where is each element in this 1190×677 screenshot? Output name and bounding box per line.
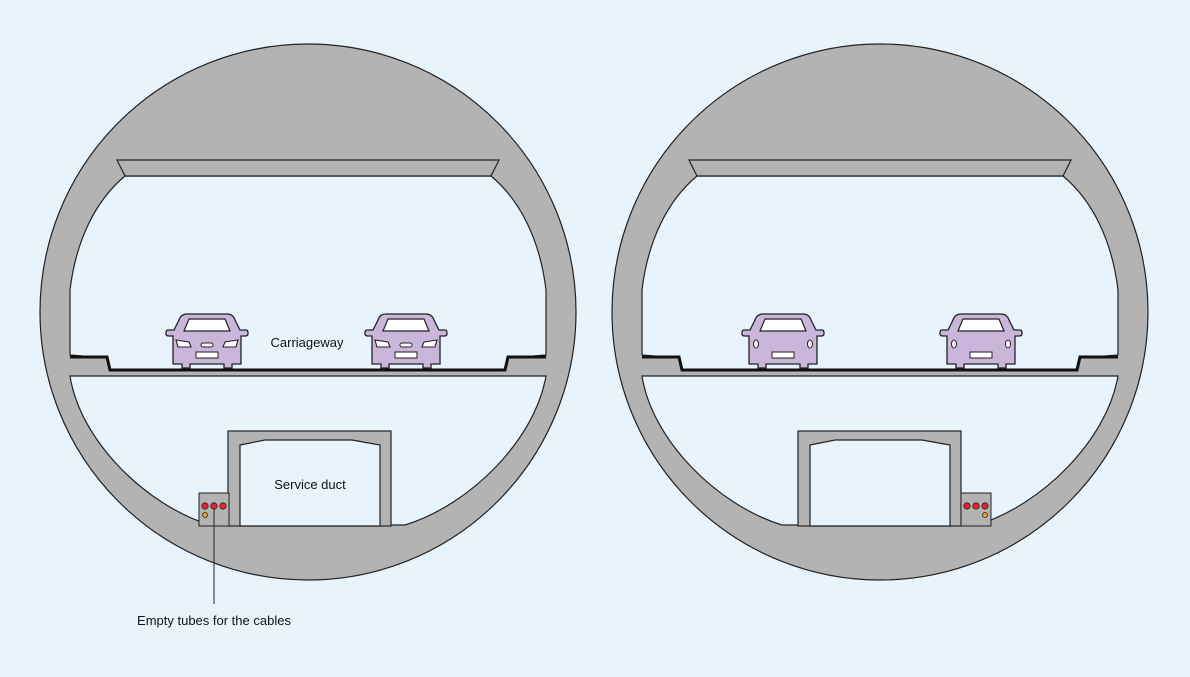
empty-tubes-label: Empty tubes for the cables — [137, 613, 291, 628]
tunnel-right-carriageway-deck — [642, 355, 1118, 372]
carriageway-label: Carriageway — [271, 335, 344, 350]
service-duct-label: Service duct — [274, 477, 346, 492]
car-front-icon — [364, 313, 448, 369]
tunnel-right-ceiling-slab — [688, 159, 1072, 177]
cable-tube-icon — [201, 502, 227, 518]
tunnel-right-upper-space — [641, 175, 1119, 371]
tunnel-right-service-duct-interior — [809, 439, 951, 527]
tunnel-left-service-duct-interior — [239, 439, 381, 527]
tunnel-left-carriageway-deck — [70, 355, 546, 372]
car-front-icon — [165, 313, 249, 369]
tunnel-right — [611, 43, 1149, 581]
car-rear-icon — [741, 313, 825, 369]
tunnel-left: Carriageway Service duct Empty tubes for… — [39, 43, 577, 628]
cable-tube-icon — [963, 502, 989, 518]
tunnel-left-ceiling-slab — [116, 159, 500, 177]
car-rear-icon — [939, 313, 1023, 369]
